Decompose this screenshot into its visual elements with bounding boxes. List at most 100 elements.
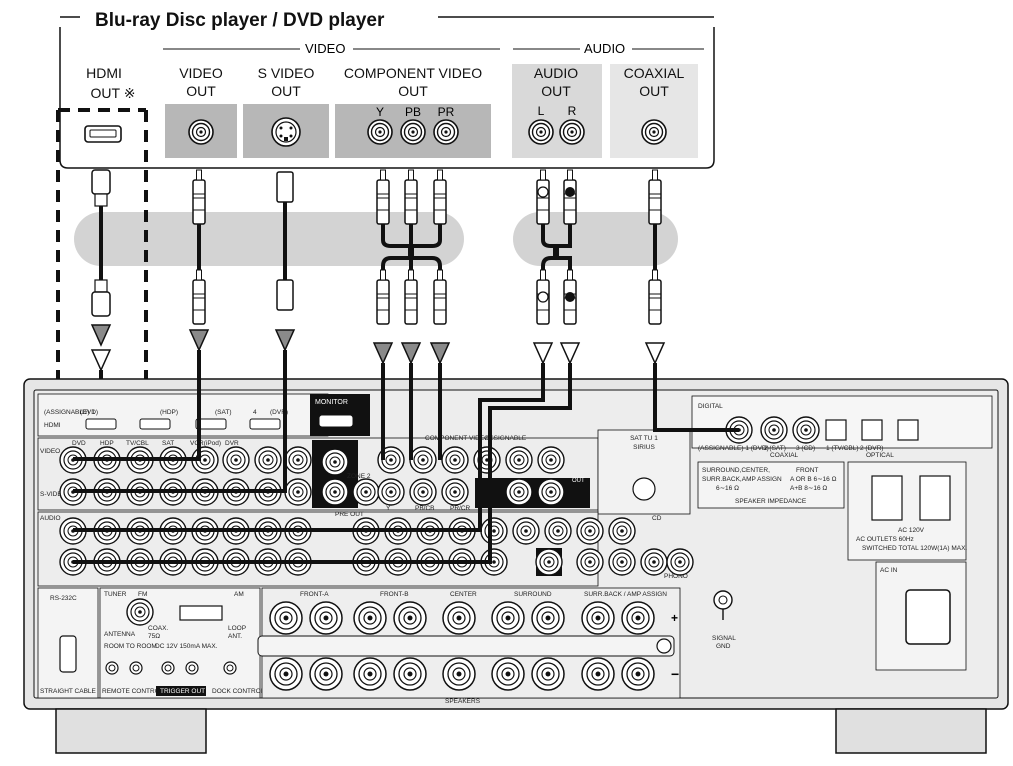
rs232c-label: RS-232C [50,595,77,602]
coax-in-2 [761,417,787,443]
component-cables [374,170,449,363]
preout-label: PRE OUT [335,511,364,518]
coax-in-2-label: 2 (SAT) [764,445,786,452]
audio-header: AUDIO [584,41,625,56]
minus-sign: − [671,666,679,682]
audio-inputs-section [38,512,598,586]
impedance-line-4: FRONT [796,467,818,474]
fm-label: FM [138,591,147,598]
center-label: CENTER [450,591,477,598]
optical-in-1-label: 1 (TV/CBL) [826,445,859,452]
component-pr-in-label: PR/CR [450,505,471,512]
video-out-jack [189,120,213,144]
coax-in-3-label: 3 (CD) [796,445,815,452]
component-monitor-pb [538,479,564,505]
sat-tuner-port [633,478,655,500]
front-b-label: FRONT-B [380,591,409,598]
hdmi-in-sat-label: (SAT) [215,409,232,416]
ac-outlet-1 [872,476,902,520]
audio-out-label: AUDIO [534,65,578,81]
zone2-svideo-out [353,479,379,505]
sat-tuner-section [598,430,690,514]
am-label: AM [234,591,244,598]
impedance-line-3: 6∼16 Ω [716,485,739,492]
rs232c-port [60,636,76,672]
video-in-label: VIDEO [40,448,60,455]
hdmi-in-hdp-label: (HDP) [160,409,178,416]
hdmi-in-2 [140,419,170,429]
trigger-out-2 [186,662,198,674]
cd-jack [641,549,667,575]
plus-sign: + [671,611,678,625]
signal-gnd-label-2: GND [716,643,731,650]
audio-in-label: AUDIO [40,515,61,522]
am-antenna-terminal [180,606,222,620]
cd-label: CD [652,515,662,522]
phono-jack [667,549,693,575]
fm-antenna-jack [127,599,153,625]
speaker-bar-screw [657,639,671,653]
coax-out-jack [642,120,666,144]
monitor-video-out [322,449,348,475]
hdmi-in-4-label: 4 [253,409,257,416]
component-pb-label: PB [405,105,421,119]
video-out-label-2: OUT [186,83,216,99]
front-a-label: FRONT-A [300,591,329,598]
right-foot [836,709,986,753]
remote-in-jack [106,662,118,674]
impedance-line-5: A OR B 6∼16 Ω [790,476,837,483]
audio-r-label: R [568,104,577,118]
loop-ant-label-2: ANT. [228,633,242,640]
ac-outlet-2 [920,476,950,520]
audio-out-label-2: OUT [541,83,571,99]
impedance-line-6: A+B 8∼16 Ω [790,485,827,492]
hdmi-in-dvd-label: (DVD) [80,409,98,416]
svideo-out-label: S VIDEO [258,65,315,81]
coax75-label-1: COAX. [148,625,168,632]
surround-label: SURROUND [514,591,552,598]
video-header: VIDEO [305,41,345,56]
speaker-divider-bar [258,636,674,656]
svideo-out-jack [272,118,300,146]
video-in-vcr-ipod-label: VCR(iPod) [190,440,221,447]
monitor-svideo-out [322,479,348,505]
impedance-line-2: SURR.BACK,AMP ASSIGN [702,476,782,483]
tuner-label: TUNER [104,591,127,598]
optical-label: OPTICAL [866,452,894,459]
hdmi-out-jack [85,126,121,142]
zone2-label: ZONE 2 [347,473,371,480]
digital-label: DIGITAL [698,403,723,410]
coax75-label-2: 75Ω [148,633,160,640]
coax-in-3 [793,417,819,443]
component-y-label: Y [376,105,384,119]
component-monitor-y [506,479,532,505]
surround-back-label: SURR.BACK / AMP ASSIGN [584,591,667,598]
ac-outlet-label-3: SWITCHED TOTAL 120W(1A) MAX. [862,545,967,552]
dock-control-port [224,662,236,674]
ac-outlet-label-2: AC OUTLETS 60Hz [856,536,914,543]
coax-out-label-2: OUT [639,83,669,99]
remote-control-label: REMOTE CONTROL [102,688,164,695]
left-foot [56,709,206,753]
trigger-spec-label: DC 12V 150mA MAX. [155,643,218,650]
component-pb-jack [401,120,425,144]
ac-inlet [906,590,950,644]
signal-gnd-label-1: SIGNAL [712,635,736,642]
speakers-label: SPEAKERS [445,698,481,705]
video-in-sat-label: SAT [162,440,174,447]
speaker-minus-terminals [270,658,654,690]
optical-in-2-label: 2 (DVR) [860,445,883,452]
audio-r-jack [560,120,584,144]
component-pr-label: PR [438,105,455,119]
video-in-dvd-label: DVD [72,440,86,447]
diagram-title: Blu-ray Disc player / DVD player [95,10,385,31]
antenna-label: ANTENNA [104,631,136,638]
dock-control-label: DOCK CONTROL [212,688,265,695]
hdmi-monitor-label: MONITOR [315,399,348,406]
component-out-label: COMPONENT VIDEO [344,65,482,81]
component-monitor-out-label: OUT [572,478,585,484]
sirius-label: SIRIUS [633,444,655,451]
component-y-jack [368,120,392,144]
video-in-tvcbl-label: TV/CBL [126,440,149,447]
